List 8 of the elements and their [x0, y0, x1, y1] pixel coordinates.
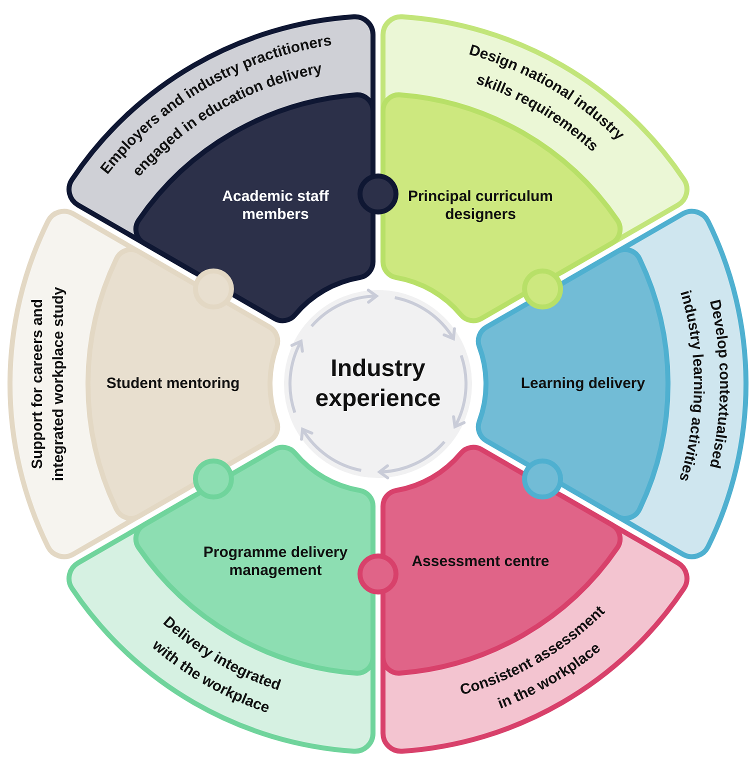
segment-label: Student mentoring	[106, 375, 240, 393]
band-label: Support for careers and integrated workplace study	[28, 286, 68, 484]
segment-label: Assessment centre	[412, 552, 550, 571]
segment-label: Principal curriculum designers	[406, 188, 554, 224]
center-title: Industry experience	[314, 354, 442, 414]
segment-label: Academic staff members	[221, 188, 330, 224]
segment-label: Programme delivery management	[202, 544, 349, 580]
segment-label: Learning delivery	[520, 375, 646, 393]
